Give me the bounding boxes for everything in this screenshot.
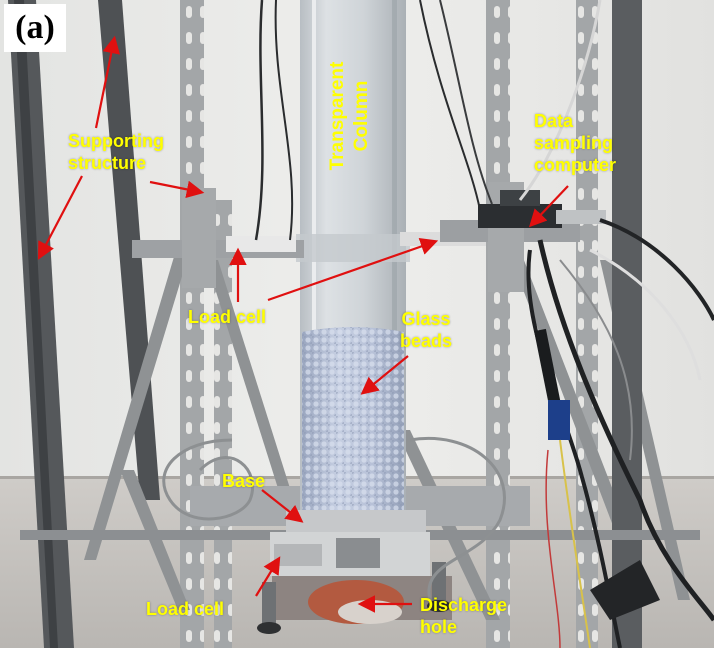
label-transparent-column-line-2: Column	[351, 80, 372, 152]
label-data-sampling-computer-line-3: computer	[534, 155, 617, 175]
label-discharge-hole-line-1: Discharge	[420, 595, 508, 615]
label-base: Base	[222, 471, 266, 491]
label-glass-beads-line-2: beads	[400, 331, 453, 351]
label-glass-beads: Glass beads	[400, 308, 452, 352]
label-load-cell-upper: Load cell	[188, 307, 267, 327]
panel-label: (a)	[4, 4, 66, 52]
label-data-sampling-computer-line-1: Data	[534, 111, 574, 131]
label-load-cell-lower: Load cell	[146, 599, 225, 619]
label-discharge-hole-line-2: hole	[420, 617, 458, 637]
label-glass-beads-line-1: Glass	[401, 309, 451, 329]
label-supporting-structure: Supporting structure	[68, 130, 164, 174]
label-discharge-hole: Discharge hole	[420, 594, 507, 638]
label-supporting-structure-line-1: Supporting	[68, 131, 164, 151]
label-transparent-column-line-1: Transparent	[327, 61, 348, 171]
label-data-sampling-computer-line-2: sampling	[534, 133, 614, 153]
label-supporting-structure-line-2: structure	[68, 153, 147, 173]
label-data-sampling-computer: Data sampling computer	[534, 110, 616, 176]
label-transparent-column: Transparent Column	[326, 58, 382, 174]
